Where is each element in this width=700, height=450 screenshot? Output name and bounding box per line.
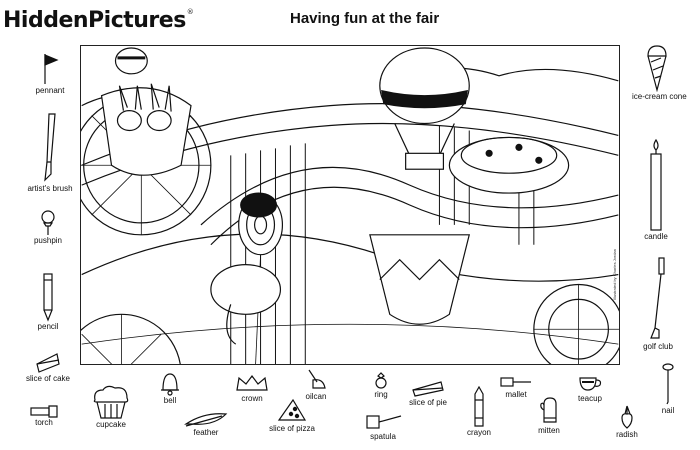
item-slice-of-pie[interactable]: slice of pie <box>400 380 456 407</box>
label-nail: nail <box>661 406 675 415</box>
item-bell[interactable]: bell <box>150 370 190 405</box>
label-pushpin: pushpin <box>33 236 63 245</box>
golf-club-icon <box>650 257 665 339</box>
label-crown: crown <box>241 394 263 403</box>
item-feather[interactable]: feather <box>178 410 234 437</box>
feather-icon <box>184 413 228 427</box>
item-radish[interactable]: radish <box>606 404 648 439</box>
item-torch[interactable]: torch <box>22 404 66 427</box>
cupcake-icon <box>93 385 129 419</box>
label-slice-of-cake: slice of cake <box>25 374 71 383</box>
crayon-icon <box>474 386 484 427</box>
item-mallet[interactable]: mallet <box>496 374 536 399</box>
item-ring[interactable]: ring <box>366 372 396 399</box>
ferris-wheel-bottom <box>81 313 181 364</box>
label-golf-club: golf club <box>643 342 673 351</box>
label-crayon: crayon <box>466 428 491 437</box>
item-pencil[interactable]: pencil <box>26 272 70 331</box>
label-bell: bell <box>163 396 177 405</box>
label-oilcan: oilcan <box>305 392 327 401</box>
nail-icon <box>662 363 674 405</box>
illustrator-credit: Illustrated by Charles Jordan <box>612 249 617 300</box>
artists-brush-icon <box>44 113 56 182</box>
item-pushpin[interactable]: pushpin <box>26 210 70 245</box>
label-ring: ring <box>374 390 388 399</box>
elephant <box>210 264 282 315</box>
item-crayon[interactable]: crayon <box>456 386 502 437</box>
label-torch: torch <box>35 418 53 427</box>
oilcan-icon <box>308 369 326 389</box>
label-radish: radish <box>616 430 638 439</box>
torch-icon <box>30 405 58 418</box>
item-spatula[interactable]: spatula <box>358 410 408 441</box>
radish-icon <box>621 405 633 429</box>
spatula-icon <box>366 415 402 429</box>
item-golf-club[interactable]: golf club <box>636 256 680 351</box>
pennant-icon <box>44 54 59 84</box>
coaster-track-mid <box>200 166 619 226</box>
slice-of-cake-icon <box>36 353 60 373</box>
label-artists-brush: artist's brush <box>27 184 73 193</box>
label-ice-cream-cone: ice-cream cone <box>632 92 687 101</box>
ferris-wheel-right <box>533 283 619 364</box>
mitten-icon <box>540 397 557 423</box>
registered-mark: ® <box>186 8 194 16</box>
label-candle: candle <box>644 232 668 241</box>
item-nail[interactable]: nail <box>648 362 688 415</box>
balloon-top-left <box>114 47 148 75</box>
teacup-icon <box>579 377 602 391</box>
logo-text: HiddenPictures <box>3 8 186 33</box>
crown-icon <box>236 375 268 391</box>
fair-scene-drawing <box>81 47 619 364</box>
label-pennant: pennant <box>35 86 65 95</box>
label-pencil: pencil <box>37 322 59 331</box>
gondola-bunnies <box>100 87 192 176</box>
bell-icon <box>161 373 179 396</box>
pushpin-icon <box>41 210 55 235</box>
item-slice-of-pizza[interactable]: slice of pizza <box>262 398 322 433</box>
slice-of-pie-icon <box>412 381 444 397</box>
item-crown[interactable]: crown <box>228 374 276 403</box>
item-artists-brush[interactable]: artist's brush <box>18 112 82 193</box>
item-cupcake[interactable]: cupcake <box>86 384 136 429</box>
item-candle[interactable]: candle <box>636 138 676 241</box>
hidden-pictures-logo: HiddenPictures® <box>3 8 194 33</box>
mallet-icon <box>500 377 531 387</box>
label-teacup: teacup <box>577 394 603 403</box>
ring-icon <box>375 372 387 389</box>
item-ice-cream-cone[interactable]: ice-cream cone <box>632 44 687 101</box>
label-spatula: spatula <box>370 432 396 441</box>
teacup-ride <box>448 136 570 194</box>
slice-of-pizza-icon <box>277 398 307 421</box>
fair-scene-illustration[interactable] <box>80 45 620 365</box>
item-teacup[interactable]: teacup <box>570 374 610 403</box>
candle-icon <box>650 138 662 231</box>
label-slice-of-pie: slice of pie <box>409 398 447 407</box>
ice-cream-cone-icon <box>647 45 667 92</box>
label-mitten: mitten <box>538 426 560 435</box>
item-slice-of-cake[interactable]: slice of cake <box>20 352 76 383</box>
label-cupcake: cupcake <box>96 420 126 429</box>
puzzle-title: Having fun at the fair <box>290 10 440 27</box>
hot-air-balloon <box>379 47 470 125</box>
item-oilcan[interactable]: oilcan <box>296 368 336 401</box>
label-mallet: mallet <box>505 390 527 399</box>
coaster-track-low <box>81 233 619 282</box>
label-slice-of-pizza: slice of pizza <box>269 424 315 433</box>
star-balloon <box>240 192 278 218</box>
label-feather: feather <box>193 428 219 437</box>
item-pennant[interactable]: pennant <box>28 52 72 95</box>
item-mitten[interactable]: mitten <box>528 396 570 435</box>
pencil-icon <box>43 273 53 322</box>
